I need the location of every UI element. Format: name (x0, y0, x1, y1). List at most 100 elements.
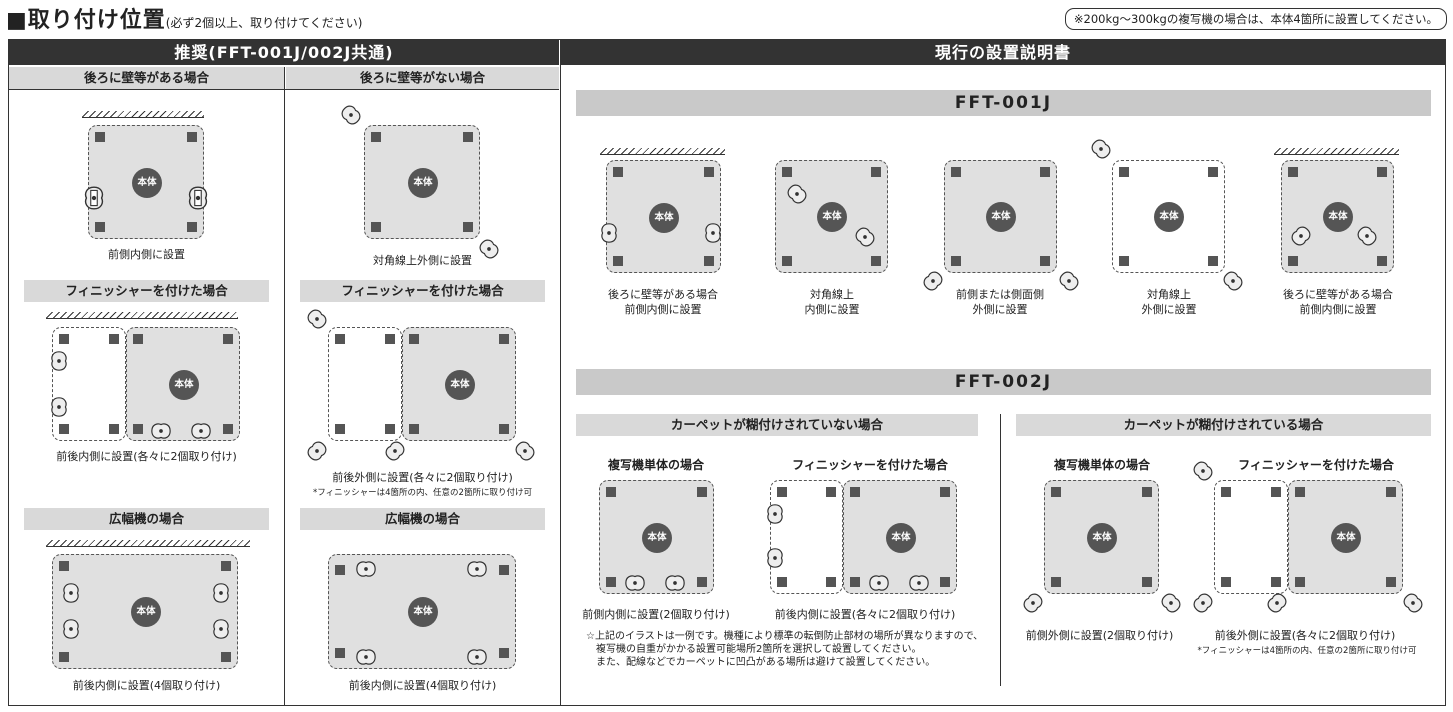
anti-tip-clamp-icon (356, 649, 376, 665)
caption: 前後内側に設置(4個取り付け) (72, 679, 221, 692)
wall-mark (1274, 148, 1399, 155)
copier-body: 本体 (88, 125, 204, 239)
copier-body: 本体 (364, 125, 480, 239)
anti-tip-clamp-icon (923, 271, 943, 291)
caption: 前側または側面側外側に設置 (956, 288, 1044, 316)
copier-body: 本体 (944, 160, 1057, 273)
caption: 対角線上外側に設置 (373, 254, 472, 267)
anti-tip-clamp-icon (385, 441, 405, 461)
caption: 前側内側に設置(2個取り付け) (582, 608, 730, 621)
wall-mark (82, 111, 204, 118)
section-header: カーペットが糊付けされていない場合 (576, 414, 978, 436)
hontai-badge: 本体 (1323, 202, 1353, 232)
model-title-fft002: FFT-002J (576, 369, 1431, 395)
hontai-badge: 本体 (817, 202, 847, 232)
anti-tip-clamp-icon (787, 184, 807, 204)
section-header: 広幅機の場合 (24, 508, 269, 530)
hontai-badge: 本体 (169, 370, 199, 400)
section-header: フィニッシャーを付けた場合 (24, 280, 269, 302)
hontai-badge: 本体 (986, 202, 1016, 232)
footnote: 複写機の自重がかかる設置可能場所2箇所を選択して設置してください。 (596, 644, 922, 655)
anti-tip-clamp-icon (705, 223, 721, 243)
hontai-badge: 本体 (1331, 523, 1361, 553)
copier-body: 本体 (1044, 480, 1159, 594)
anti-tip-clamp-icon (1357, 226, 1377, 246)
finisher-body (328, 327, 402, 441)
anti-tip-clamp-icon (1403, 593, 1423, 613)
anti-tip-clamp-icon (467, 649, 487, 665)
page-subtitle: (必ず2個以上、取り付けてください) (165, 16, 363, 30)
caption: 対角線上外側に設置 (1141, 288, 1197, 316)
caption: 後ろに壁等がある場合前側内側に設置 (608, 288, 718, 316)
anti-tip-clamp-icon (869, 575, 889, 591)
hontai-badge: 本体 (649, 203, 679, 233)
copier-body: 本体 (1281, 160, 1394, 273)
hontai-badge: 本体 (132, 168, 162, 198)
anti-tip-clamp-icon (213, 583, 229, 603)
weight-note: ※200kg〜300kgの複写機の場合は、本体4箇所に設置してください。 (1064, 8, 1447, 30)
anti-tip-clamp-icon (1291, 226, 1311, 246)
anti-tip-clamp-icon (151, 423, 171, 439)
caption-note: *フィニッシャーは4箇所の内、任意の2箇所に取り付け可 (1197, 646, 1417, 656)
caption: 前後外側に設置(各々に2個取り付け) (1214, 629, 1396, 642)
anti-tip-clamp-icon (1161, 593, 1181, 613)
col2-header: 後ろに壁等がない場合 (286, 67, 559, 89)
finisher-body (52, 327, 126, 441)
left-column-divider (284, 67, 285, 705)
anti-tip-clamp-icon (213, 619, 229, 639)
anti-tip-clamp-icon (84, 186, 104, 210)
fft002-divider (1000, 414, 1001, 686)
anti-tip-clamp-icon (1267, 593, 1287, 613)
recommended-header: 推奨(FFT-001J/002J共通) (9, 40, 559, 65)
sub-label: 複写機単体の場合 (1053, 458, 1150, 472)
copier-body: 本体 (1288, 480, 1403, 594)
section-header: フィニッシャーを付けた場合 (300, 280, 545, 302)
anti-tip-clamp-icon (63, 583, 79, 603)
anti-tip-clamp-icon (467, 561, 487, 577)
anti-tip-clamp-icon (479, 239, 499, 259)
caption: 後ろに壁等がある場合前側内側に設置 (1283, 288, 1393, 316)
hontai-badge: 本体 (131, 597, 161, 627)
anti-tip-clamp-icon (625, 575, 645, 591)
anti-tip-clamp-icon (188, 186, 208, 210)
main-frame (8, 39, 1446, 706)
anti-tip-clamp-icon (341, 105, 361, 125)
wide-copier-body: 本体 (52, 554, 238, 669)
footnote: また、配線などでカーペットに凹凸がある場所は避けて設置してください。 (596, 657, 936, 668)
anti-tip-clamp-icon (767, 548, 783, 568)
copier-body: 本体 (775, 160, 888, 273)
anti-tip-clamp-icon (1193, 593, 1213, 613)
caption: 前側内側に設置 (108, 248, 185, 261)
model-title-fft001: FFT-001J (576, 90, 1431, 116)
hontai-badge: 本体 (642, 523, 672, 553)
finisher-body (770, 480, 843, 594)
anti-tip-clamp-icon (51, 351, 67, 371)
caption: 前側外側に設置(2個取り付け) (1025, 629, 1174, 642)
anti-tip-clamp-icon (855, 227, 875, 247)
wall-mark (46, 540, 250, 547)
anti-tip-clamp-icon (665, 575, 685, 591)
hontai-badge: 本体 (886, 523, 916, 553)
caption: 対角線上内側に設置 (804, 288, 860, 316)
hontai-badge: 本体 (445, 370, 475, 400)
anti-tip-clamp-icon (1023, 593, 1043, 613)
caption: 前後外側に設置(各々に2個取り付け) (332, 471, 513, 484)
col1-header: 後ろに壁等がある場合 (9, 67, 284, 89)
anti-tip-clamp-icon (1091, 139, 1111, 159)
sub-label: 複写機単体の場合 (607, 458, 704, 472)
hontai-badge: 本体 (1087, 523, 1117, 553)
caption: 前後内側に設置(各々に2個取り付け) (56, 450, 237, 463)
caption-note: *フィニッシャーは4箇所の内、任意の2箇所に取り付け可 (313, 488, 532, 498)
finisher-body (1214, 480, 1288, 594)
anti-tip-clamp-icon (601, 223, 617, 243)
anti-tip-clamp-icon (1223, 271, 1243, 291)
anti-tip-clamp-icon (63, 619, 79, 639)
anti-tip-clamp-icon (909, 575, 929, 591)
copier-body: 本体 (599, 480, 714, 594)
section-header: 広幅機の場合 (300, 508, 545, 530)
anti-tip-clamp-icon (515, 441, 535, 461)
footnote: ☆上記のイラストは一例です。機種により標準の転倒防止部材の場所が異なりますので、 (586, 631, 984, 642)
section-divider (560, 40, 561, 706)
current-manual-header: 現行の設置説明書 (561, 40, 1445, 65)
copier-body: 本体 (606, 160, 721, 273)
